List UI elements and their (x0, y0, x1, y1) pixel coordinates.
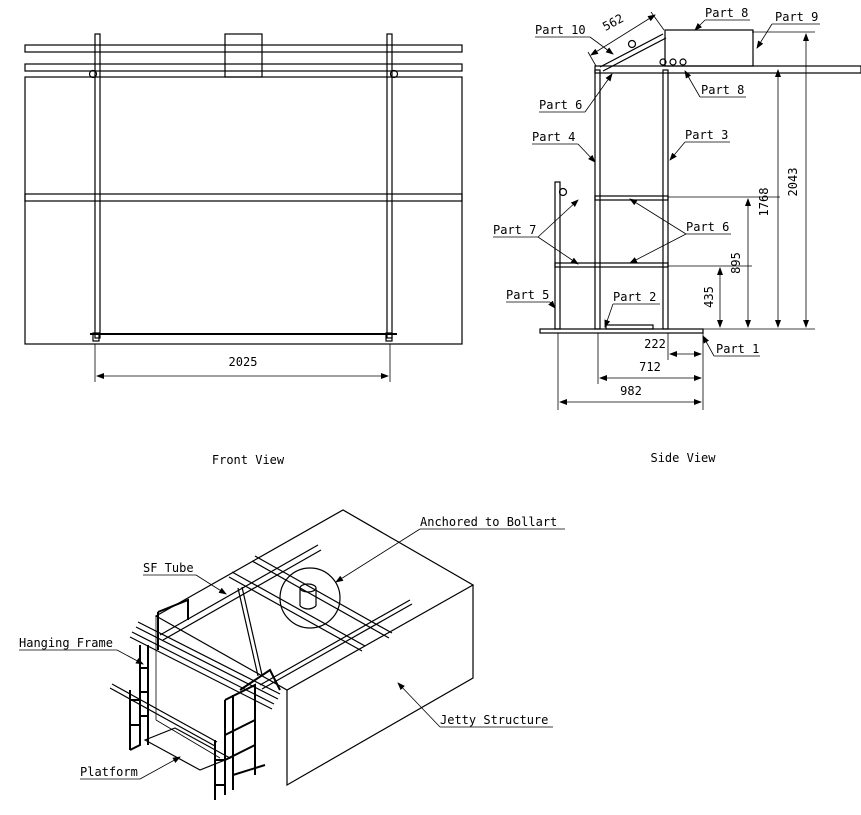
dim-562: 562 (600, 11, 626, 34)
side-view-title: Side View (650, 451, 716, 465)
top-tube-1 (24, 44, 463, 53)
dim-2043: 2043 (786, 168, 800, 197)
dim-line-562 (590, 14, 656, 56)
label-part1: Part 1 (716, 342, 759, 356)
label-anchored: Anchored to Bollart (420, 515, 557, 529)
base-plate (539, 328, 704, 334)
label-jetty: Jetty Structure (440, 713, 548, 727)
clamp-left (88, 69, 98, 79)
top-rail-side (594, 65, 861, 74)
isometric-view: Anchored to Bollart SF Tube Hanging Fram… (19, 509, 565, 800)
dim-712: 712 (639, 360, 661, 374)
label-part10: Part 10 (535, 23, 586, 37)
part2-plate (605, 324, 654, 330)
hanging-frame (129, 598, 281, 800)
platform-iso (143, 727, 232, 771)
mid-tube-front (24, 193, 463, 202)
jetty-side-face (286, 585, 474, 787)
bollard-circle (279, 567, 341, 629)
dim-435: 435 (702, 286, 716, 308)
top-tube-2 (24, 63, 463, 72)
label-sf-tube: SF Tube (143, 561, 194, 575)
label-part3: Part 3 (685, 128, 728, 142)
clamp-right (389, 69, 399, 79)
bollard-front (224, 33, 263, 78)
label-part5: Part 5 (506, 288, 549, 302)
jetty-block-front (24, 76, 463, 345)
vertical-right (386, 33, 393, 339)
upper-rail (594, 195, 669, 201)
foot-right (385, 332, 393, 342)
label-part8-mid: Part 8 (701, 83, 744, 97)
label-part6-mid: Part 6 (686, 220, 729, 234)
dim-982: 982 (620, 384, 642, 398)
dim-1768: 1768 (757, 188, 771, 217)
dim-2025: 2025 (229, 355, 258, 369)
part8-frame (664, 29, 754, 67)
dim-222: 222 (644, 337, 666, 351)
part5-post (554, 181, 561, 330)
label-part6-top: Part 6 (539, 98, 582, 112)
label-hanging-frame: Hanging Frame (19, 636, 113, 650)
side-view: 2043 1768 895 435 222 712 982 562 Part 1… (493, 6, 861, 465)
label-part9: Part 9 (775, 10, 818, 24)
lower-rail (554, 262, 669, 268)
label-part4: Part 4 (532, 130, 575, 144)
vertical-left (94, 33, 101, 339)
front-view: 2025 Front View (24, 33, 463, 467)
label-part7: Part 7 (493, 223, 536, 237)
foot-left (92, 332, 100, 342)
jetty-top-face (154, 509, 475, 691)
dim-895: 895 (729, 252, 743, 274)
front-view-title: Front View (212, 453, 285, 467)
label-part8-top: Part 8 (705, 6, 748, 20)
label-part2: Part 2 (613, 290, 656, 304)
label-platform: Platform (80, 765, 138, 779)
clamp-part5 (558, 187, 568, 197)
clamp-part10 (627, 39, 637, 49)
